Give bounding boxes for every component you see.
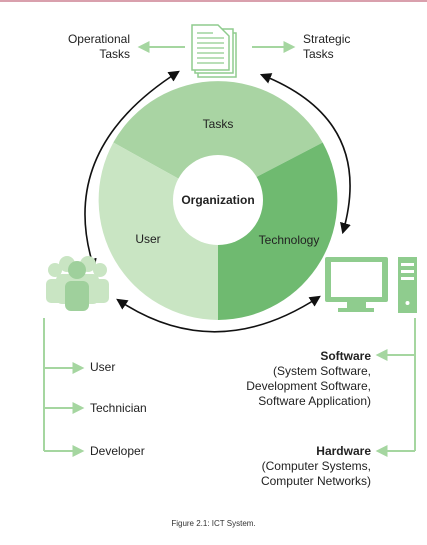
cycle-arrow-left (84, 70, 180, 271)
hardware-block: Hardware (Computer Systems, Computer Net… (261, 444, 371, 489)
strategic-tasks-label: Strategic Tasks (303, 32, 350, 62)
ring-hub (173, 155, 263, 245)
roles-bracket (43, 318, 85, 457)
components-bracket (375, 318, 416, 457)
software-item: Development Software, (246, 379, 371, 393)
computer-icon (325, 257, 417, 313)
software-block: Software (System Software, Development S… (246, 349, 371, 409)
hardware-item: (Computer Systems, (261, 459, 371, 473)
tasks-segment-label: Tasks (202, 117, 234, 131)
people-group-icon (46, 256, 109, 311)
operational-label-line2: Tasks (99, 47, 130, 61)
cycle-arrow-right (259, 73, 351, 235)
technology-segment-label: Technology (258, 233, 320, 247)
operational-label-line1: Operational (67, 32, 130, 46)
operational-tasks-label: Operational Tasks (68, 32, 130, 62)
role-developer-label: Developer (90, 444, 145, 458)
document-stack-icon (191, 24, 237, 78)
role-user-label: User (90, 360, 116, 374)
software-title: Software (320, 349, 371, 363)
top-rule (0, 0, 427, 2)
organization-label: Organization (181, 193, 255, 207)
strategic-label-line1: Strategic (303, 32, 351, 46)
strategic-label-line2: Tasks (303, 47, 334, 61)
software-item: Software Application) (258, 394, 371, 408)
hardware-title: Hardware (316, 444, 371, 458)
software-item: (System Software, (272, 364, 371, 378)
hardware-item: Computer Networks) (260, 474, 371, 488)
role-technician-label: Technician (90, 401, 147, 415)
user-segment-label: User (135, 232, 161, 246)
cycle-arrow-bottom (116, 295, 321, 333)
figure-caption: Figure 2.1: ICT System. (171, 519, 256, 528)
